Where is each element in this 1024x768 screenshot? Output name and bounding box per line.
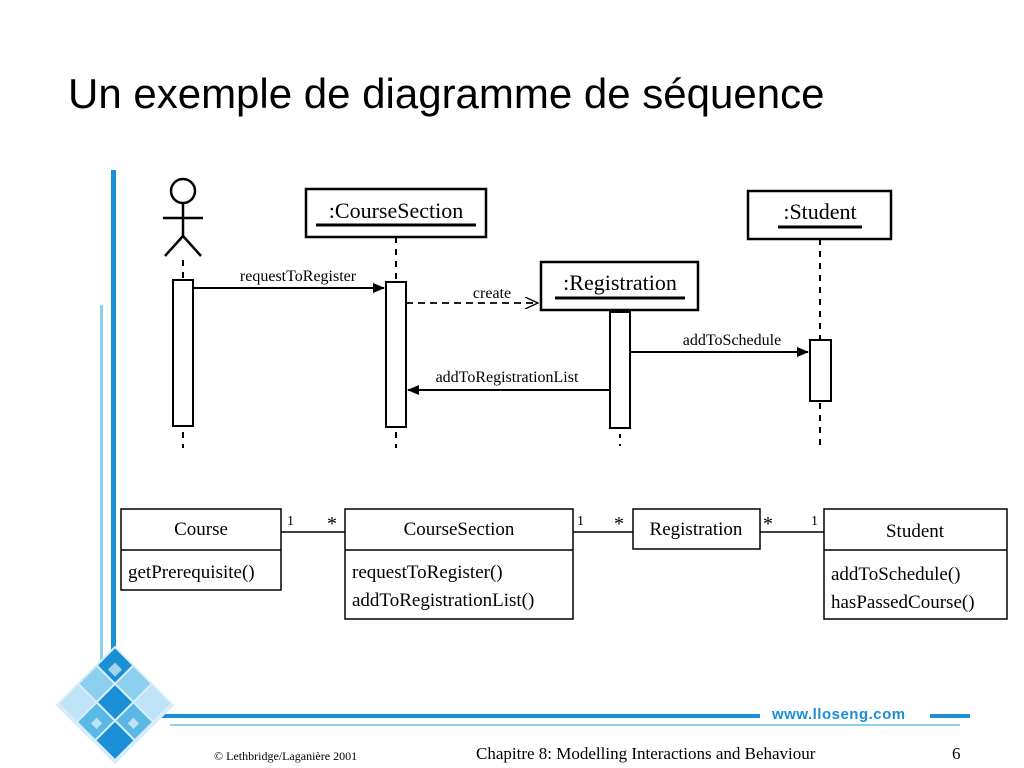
- class-registration: Registration: [632, 508, 761, 550]
- class-student-op: hasPassedCourse(): [831, 592, 975, 613]
- multiplicity-label: *: [327, 513, 337, 535]
- message-create-label: create: [473, 285, 511, 302]
- class-course-section: CourseSection requestToRegister() addToR…: [344, 508, 574, 620]
- object-registration-label: :Registration: [563, 270, 677, 295]
- class-course: Course getPrerequisite(): [120, 508, 282, 591]
- message-create: create: [406, 285, 538, 303]
- multiplicity-label: 1: [811, 514, 818, 529]
- multiplicity-label: *: [614, 513, 624, 535]
- class-course-section-name: CourseSection: [404, 519, 515, 540]
- class-course-section-op: requestToRegister(): [352, 562, 503, 583]
- class-course-section-op: addToRegistrationList(): [352, 590, 534, 611]
- slide-title: Un exemple de diagramme de séquence: [68, 70, 825, 117]
- actor-icon: [163, 177, 203, 257]
- object-course-section-label: :CourseSection: [329, 198, 463, 223]
- diamond-logo: [55, 645, 175, 765]
- class-course-op: getPrerequisite(): [128, 562, 255, 583]
- object-student: :Student: [746, 189, 893, 241]
- class-student-name: Student: [886, 521, 945, 542]
- multiplicity-label: 1: [287, 514, 294, 529]
- class-student: Student addToSchedule() hasPassedCourse(…: [823, 508, 1008, 620]
- message-request-to-register: requestToRegister: [193, 268, 385, 293]
- registration-activation: [609, 311, 631, 429]
- object-course-section: :CourseSection: [304, 187, 488, 239]
- page-number: 6: [952, 744, 961, 763]
- multiplicity-label: *: [763, 513, 773, 535]
- class-course-name: Course: [174, 519, 228, 540]
- object-student-label: :Student: [783, 199, 856, 224]
- message-add-to-registration-list-label: addToRegistrationList: [436, 369, 579, 386]
- multiplicities: 1 * 1 * * 1: [287, 513, 818, 535]
- decorative-lines: [100, 170, 970, 726]
- message-add-to-registration-list: addToRegistrationList: [407, 369, 610, 395]
- message-request-to-register-label: requestToRegister: [240, 268, 357, 285]
- class-student-op: addToSchedule(): [831, 564, 961, 585]
- website-url: www.lloseng.com: [772, 706, 906, 723]
- course-section-activation: [385, 281, 407, 428]
- student-activation: [809, 339, 832, 402]
- message-add-to-schedule: addToSchedule: [630, 332, 809, 357]
- chapter-title: Chapitre 8: Modelling Interactions and B…: [476, 744, 816, 763]
- multiplicity-label: 1: [577, 514, 584, 529]
- copyright: © Lethbridge/Laganière 2001: [214, 749, 358, 763]
- message-add-to-schedule-label: addToSchedule: [683, 332, 781, 349]
- object-registration: :Registration: [539, 260, 700, 312]
- actor-activation: [172, 279, 194, 427]
- class-registration-name: Registration: [650, 519, 743, 540]
